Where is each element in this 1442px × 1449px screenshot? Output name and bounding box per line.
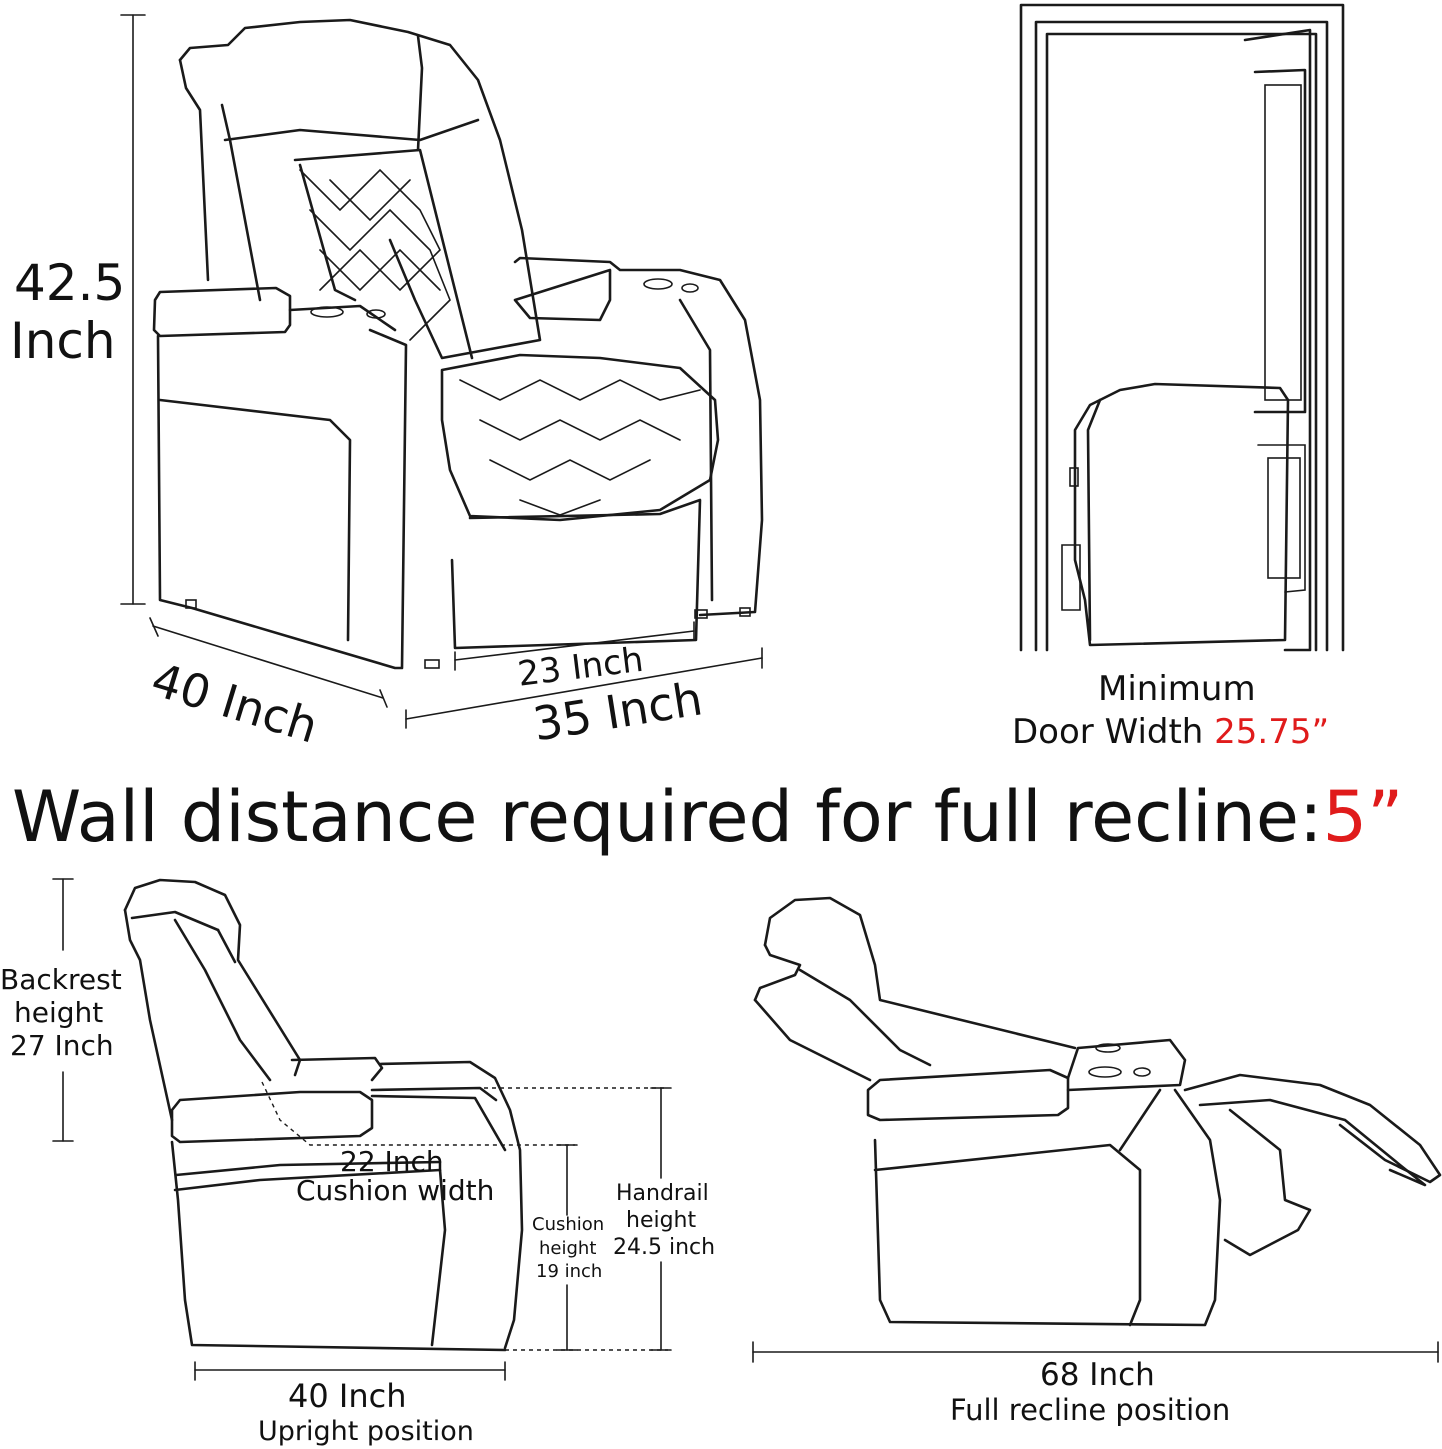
reclined-chair-drawing bbox=[752, 896, 1442, 1363]
headline: Wall distance required for full recline:… bbox=[12, 782, 1403, 852]
cushion-height-label-2: height bbox=[539, 1238, 597, 1259]
side-depth-value: 40 Inch bbox=[288, 1377, 407, 1415]
backrest-label-2: height bbox=[14, 996, 104, 1029]
height-unit-label: Inch bbox=[10, 312, 116, 370]
side-chair-drawing bbox=[52, 878, 672, 1381]
height-value-label: 42.5 bbox=[14, 254, 126, 312]
headline-text: Wall distance required for full recline: bbox=[12, 776, 1323, 858]
backrest-label-3: 27 Inch bbox=[10, 1029, 114, 1062]
cushion-width-caption: Cushion width bbox=[296, 1174, 495, 1207]
handrail-label-1: Handrail bbox=[616, 1181, 709, 1206]
door-drawing bbox=[1019, 3, 1345, 652]
cushion-height-label-3: 19 inch bbox=[536, 1261, 603, 1282]
cushion-width-value: 22 Inch bbox=[340, 1145, 444, 1178]
door-min-label: Minimum bbox=[1098, 669, 1256, 709]
handrail-label-3: 24.5 inch bbox=[613, 1235, 716, 1260]
front-chair-drawing bbox=[120, 14, 764, 729]
handrail-label-2: height bbox=[626, 1208, 697, 1233]
door-width-label: Door Width 25.75” bbox=[1012, 715, 1329, 749]
door-width-value: 25.75” bbox=[1214, 712, 1330, 752]
headline-value: 5” bbox=[1322, 776, 1404, 858]
door-width-prefix: Door Width bbox=[1012, 712, 1204, 752]
recline-length-caption: Full recline position bbox=[950, 1393, 1231, 1427]
side-depth-caption: Upright position bbox=[258, 1416, 474, 1447]
cushion-height-label-1: Cushion bbox=[532, 1214, 605, 1235]
backrest-label-1: Backrest bbox=[0, 963, 122, 996]
recline-length-value: 68 Inch bbox=[1040, 1357, 1155, 1393]
